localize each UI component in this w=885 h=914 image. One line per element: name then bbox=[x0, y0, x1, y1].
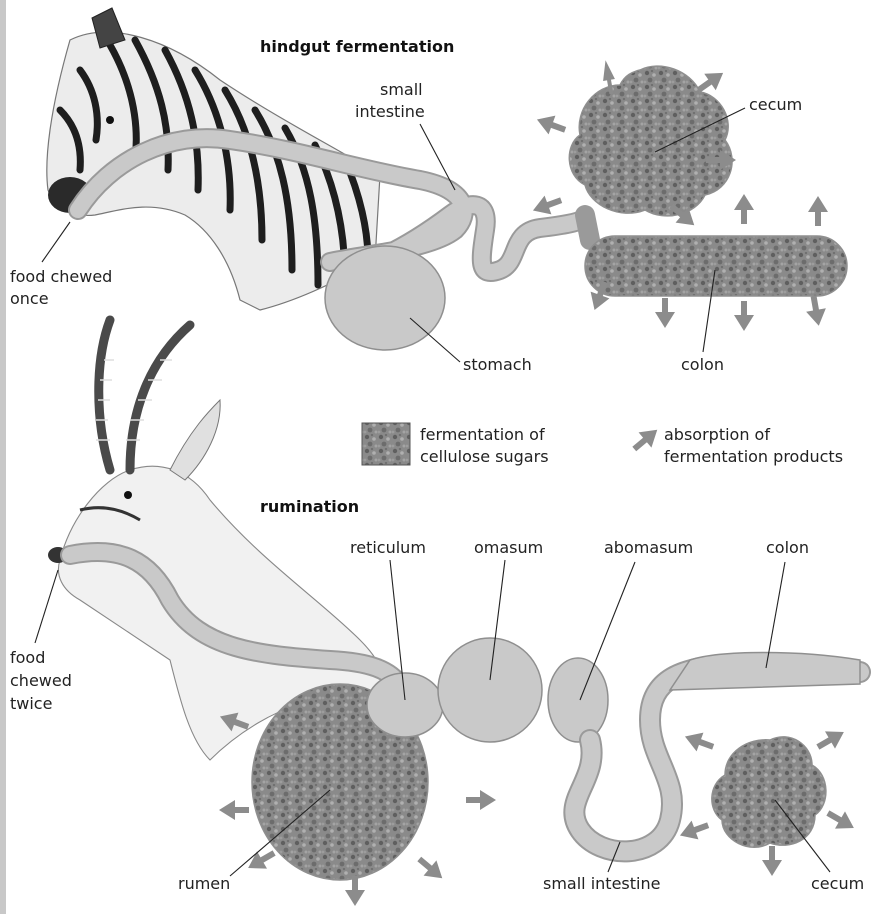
abomasum-label: abomasum bbox=[604, 538, 693, 557]
rumination-food-chewed-label-1: food bbox=[10, 648, 45, 667]
hindgut-food-chewed-label-1: food chewed bbox=[10, 267, 112, 286]
rumination-food-chewed-label-2: chewed bbox=[10, 671, 72, 690]
rumination-cecum-label: cecum bbox=[811, 874, 864, 893]
hindgut-food-leader bbox=[42, 222, 70, 262]
hindgut-cecum-shape bbox=[569, 66, 732, 216]
legend-absorption-arrow bbox=[628, 422, 664, 457]
legend-fermentation-label-2: cellulose sugars bbox=[420, 447, 549, 466]
rumination-colon-label: colon bbox=[766, 538, 809, 557]
legend-fermentation-swatch bbox=[362, 423, 410, 465]
rumination-food-chewed-label-3: twice bbox=[10, 694, 52, 713]
abomasum-leader bbox=[580, 562, 635, 700]
hindgut-small-intestine-label-1: small bbox=[380, 80, 423, 99]
rumination-small-intestine-label: small intestine bbox=[543, 874, 660, 893]
legend-fermentation-label-1: fermentation of bbox=[420, 425, 545, 444]
reticulum-label: reticulum bbox=[350, 538, 426, 557]
legend-absorption-label-1: absorption of bbox=[664, 425, 770, 444]
omasum-label: omasum bbox=[474, 538, 543, 557]
hindgut-food-chewed-label-2: once bbox=[10, 289, 49, 308]
hindgut-colon-label: colon bbox=[681, 355, 724, 374]
hindgut-colon-shape bbox=[585, 236, 847, 296]
rumination-colon-shape bbox=[670, 653, 860, 691]
hindgut-small-intestine-label-2: intestine bbox=[355, 102, 425, 121]
rumination-cecum-shape bbox=[712, 737, 826, 847]
hindgut-cecum-label: cecum bbox=[749, 95, 802, 114]
rumen-label: rumen bbox=[178, 874, 230, 893]
reticulum-shape bbox=[367, 673, 443, 737]
abomasum-shape bbox=[548, 658, 608, 742]
legend-absorption-label-2: fermentation products bbox=[664, 447, 843, 466]
hindgut-stomach-shape bbox=[325, 246, 445, 350]
hindgut-stomach-label: stomach bbox=[463, 355, 532, 374]
hindgut-title: hindgut fermentation bbox=[260, 37, 454, 56]
omasum-shape bbox=[438, 638, 542, 742]
left-border bbox=[0, 0, 6, 914]
legend: fermentation of cellulose sugars absorpt… bbox=[362, 422, 843, 466]
rumination-food-leader bbox=[35, 570, 58, 643]
rumination-title: rumination bbox=[260, 497, 359, 516]
